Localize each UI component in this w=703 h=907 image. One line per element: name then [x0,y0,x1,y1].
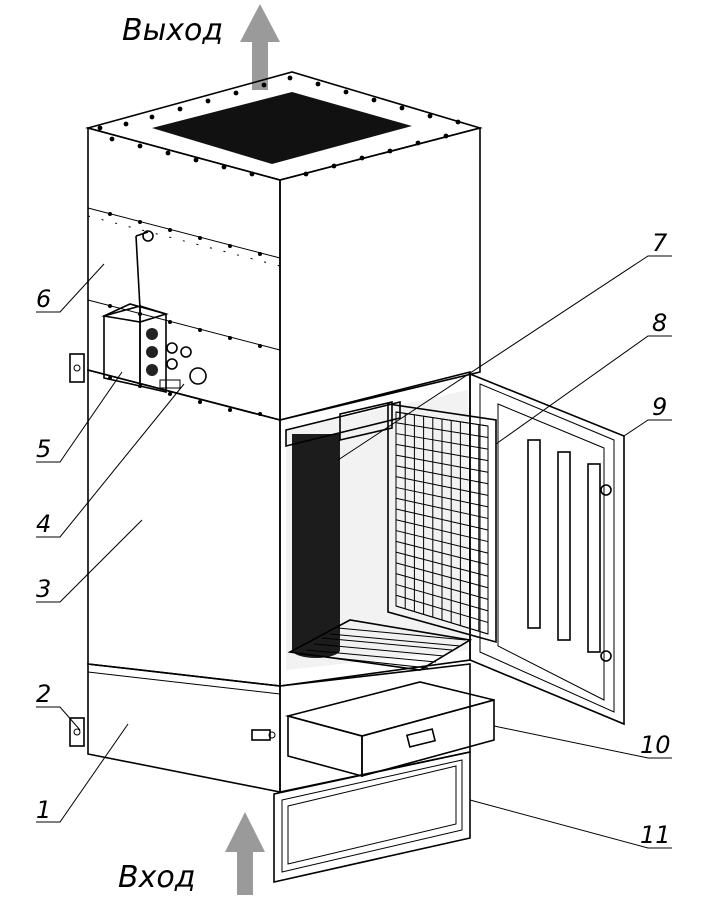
junction-box [101,303,207,394]
callout-11: 11 [640,821,671,849]
outlet-arrow [240,4,280,90]
mounting-bracket-lower [69,717,85,747]
upper-module [87,126,481,422]
callout-6: 6 [36,285,51,313]
middle-module [87,368,473,687]
callout-2: 2 [36,680,51,708]
mesh-filter-panel [387,403,497,644]
cable-pipe [135,230,154,309]
callout-9: 9 [652,393,667,421]
callout-5: 5 [36,435,51,463]
inlet-label: Вход [118,860,195,895]
callout-10: 10 [640,731,671,759]
outlet-label: Выход [122,13,223,48]
bolt-rows [97,75,461,416]
dust-drawer [284,681,495,778]
callout-3: 3 [36,575,51,603]
callout-4: 4 [36,510,51,538]
top-cover [84,71,483,181]
front-door [469,372,625,726]
leader-lines [36,255,672,849]
callout-7: 7 [652,229,668,257]
upper-right-face [279,126,481,422]
middle-left-face [87,368,281,687]
callout-8: 8 [652,309,667,337]
mounting-bracket-upper [69,353,85,383]
inlet-panel [273,751,471,883]
inlet-arrow [225,812,265,895]
callout-1: 1 [36,796,51,824]
filter-cartridge [292,434,340,650]
top-outlet-grille [152,92,412,164]
